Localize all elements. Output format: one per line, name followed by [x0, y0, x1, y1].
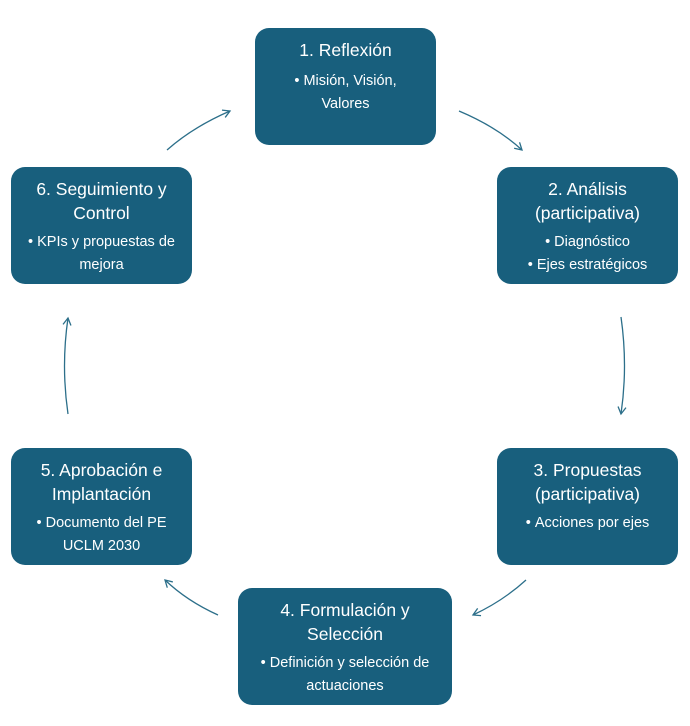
step-bullet: Misión, Visión, Valores — [263, 70, 428, 116]
step-bullet: Documento del PE UCLM 2030 — [19, 512, 184, 558]
step-aprobacion: 5. Aprobación e Implantación Documento d… — [11, 448, 192, 565]
step-seguimiento: 6. Seguimiento y Control KPIs y propuest… — [11, 167, 192, 284]
arrow-4-to-5 — [164, 579, 219, 616]
arrow-1-to-2 — [458, 110, 523, 151]
step-formulacion: 4. Formulación y Selección Definición y … — [238, 588, 452, 705]
step-bullet: KPIs y propuestas de mejora — [19, 231, 184, 277]
step-bullet: Diagnóstico — [528, 231, 648, 254]
step-bullet: Acciones por ejes — [526, 512, 650, 535]
step-title: 2. Análisis (participativa) — [534, 179, 641, 223]
step-reflexion: 1. Reflexión Misión, Visión, Valores — [255, 28, 436, 145]
step-analisis: 2. Análisis (participativa) Diagnóstico … — [497, 167, 678, 284]
arrow-3-to-4 — [471, 579, 527, 617]
arrow-6-to-1 — [166, 109, 232, 151]
step-bullet: Definición y selección de actuaciones — [246, 652, 444, 698]
step-title: 3. Propuestas (participativa) — [533, 460, 642, 504]
step-title: 5. Aprobación e Implantación — [40, 460, 163, 504]
step-title: 6. Seguimiento y Control — [36, 179, 167, 223]
arrow-5-to-6 — [62, 316, 72, 415]
step-title: 1. Reflexión — [299, 40, 392, 60]
step-title: 4. Formulación y Selección — [280, 600, 410, 644]
step-propuestas: 3. Propuestas (participativa) Acciones p… — [497, 448, 678, 565]
arrow-2-to-3 — [617, 316, 627, 416]
step-bullet: Ejes estratégicos — [528, 254, 648, 277]
